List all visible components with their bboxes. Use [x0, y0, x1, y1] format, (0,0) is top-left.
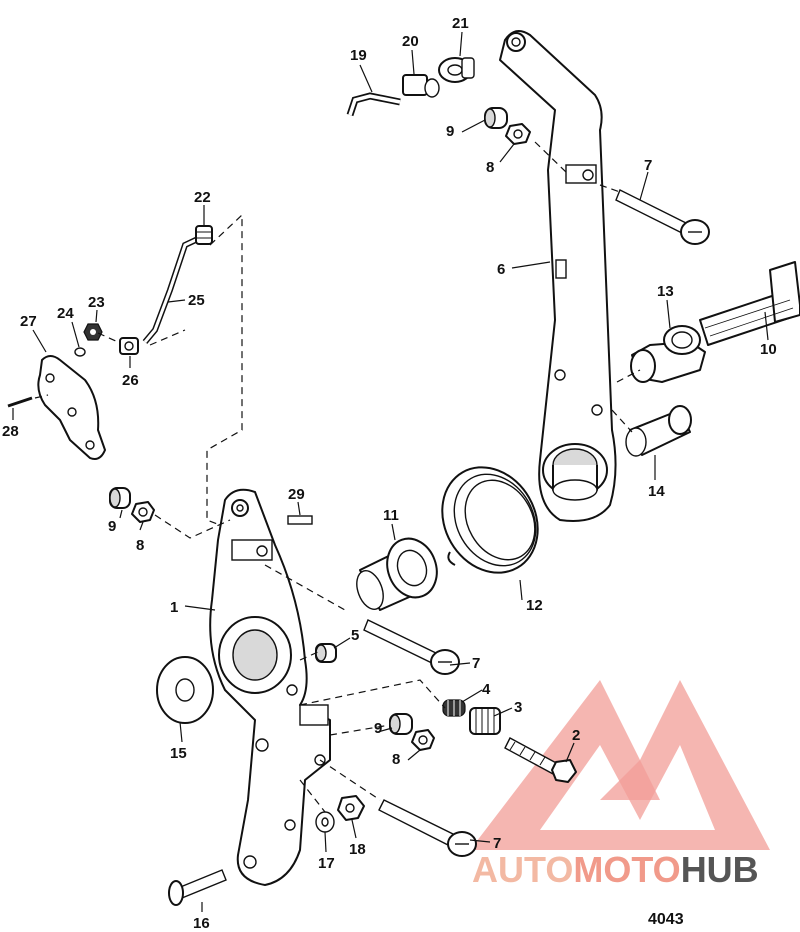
- part-10-bolt-large: [699, 261, 800, 346]
- callout-1: 1: [170, 599, 178, 616]
- part-19-rod: [346, 92, 401, 117]
- part-21-bushing: [438, 57, 475, 83]
- part-9-spacer-left: [109, 487, 131, 509]
- callout-22: 22: [194, 189, 211, 206]
- part-6-upper-arm: [499, 30, 617, 522]
- callout-8-middle: 8: [392, 751, 400, 768]
- callout-10: 10: [760, 341, 777, 358]
- part-29-tab: [287, 515, 313, 525]
- part-5-bushing: [315, 643, 337, 663]
- callout-12: 12: [526, 597, 543, 614]
- callout-3: 3: [514, 699, 522, 716]
- callout-23: 23: [88, 294, 105, 311]
- part-8-nut-middle: [411, 729, 435, 751]
- part-9-spacer-middle: [389, 713, 413, 735]
- callout-8-upper: 8: [486, 159, 494, 176]
- part-7-bolt-lower: [378, 799, 477, 857]
- watermark-logo: [470, 680, 770, 850]
- callout-27: 27: [20, 313, 37, 330]
- callout-17: 17: [318, 855, 335, 872]
- callout-9-middle: 9: [374, 720, 382, 737]
- callout-4: 4: [482, 681, 491, 698]
- watermark-text: AUTOMOTOHUB: [472, 849, 759, 890]
- part-13-bushing: [630, 325, 706, 383]
- callout-6: 6: [497, 261, 505, 278]
- part-11-bushing: [356, 537, 438, 611]
- callout-16: 16: [193, 915, 210, 932]
- callout-21: 21: [452, 15, 469, 32]
- part-14-bushing: [625, 405, 692, 457]
- part-22-clip: [195, 225, 213, 245]
- watermark-moto: MOTO: [573, 849, 680, 890]
- watermark-logo-core: [600, 760, 660, 800]
- callout-24: 24: [57, 305, 74, 322]
- part-28-pin: [7, 396, 33, 408]
- part-26-connector: [119, 337, 139, 355]
- part-16-pin: [168, 869, 227, 906]
- watermark-logo-inner: [540, 745, 715, 830]
- callout-20: 20: [402, 33, 419, 50]
- watermark-auto: AUTO: [472, 849, 573, 890]
- callout-7-upper: 7: [644, 157, 652, 174]
- part-9-spacer-upper: [484, 107, 508, 129]
- callout-8-left: 8: [136, 537, 144, 554]
- part-20-clip: [402, 74, 440, 98]
- figure-number: 4043: [648, 911, 684, 928]
- callout-29: 29: [288, 486, 305, 503]
- part-15-washer: [156, 656, 214, 724]
- callout-15: 15: [170, 745, 187, 762]
- part-24-washer: [74, 347, 86, 357]
- callout-7-middle: 7: [472, 655, 480, 672]
- leader-lines: [12, 31, 769, 912]
- callout-9-left: 9: [108, 518, 116, 535]
- part-17-washer: [315, 811, 335, 833]
- callout-7-lower: 7: [493, 835, 501, 852]
- callout-labels: 1 2 3 4 5 6 7 7 7 8 8 8 9 9 9 10 11 12 1…: [2, 15, 777, 932]
- part-7-bolt-upper: [615, 189, 710, 245]
- callout-25: 25: [188, 292, 205, 309]
- part-7-bolt-middle: [363, 619, 460, 675]
- callout-26: 26: [122, 372, 139, 389]
- part-12-spring: [441, 466, 539, 574]
- part-27-lever: [37, 355, 106, 460]
- callout-13: 13: [657, 283, 674, 300]
- callout-9-upper: 9: [446, 123, 454, 140]
- callout-5: 5: [351, 627, 359, 644]
- part-8-nut-upper: [505, 123, 531, 145]
- part-2-screw: [504, 737, 577, 783]
- callout-14: 14: [648, 483, 665, 500]
- part-18-nut: [337, 795, 365, 821]
- alignment-lines: [34, 141, 641, 813]
- callout-2: 2: [572, 727, 580, 744]
- part-1-lower-arm: [209, 488, 331, 886]
- part-23-nut: [83, 323, 103, 341]
- watermark-hub: HUB: [681, 849, 759, 890]
- callout-18: 18: [349, 841, 366, 858]
- part-8-nut-left: [131, 501, 155, 523]
- part-4-spring: [442, 699, 466, 717]
- callout-19: 19: [350, 47, 367, 64]
- part-3-gear: [469, 707, 501, 735]
- callout-28: 28: [2, 423, 19, 440]
- callout-11: 11: [383, 507, 399, 524]
- part-25-rod: [142, 235, 202, 344]
